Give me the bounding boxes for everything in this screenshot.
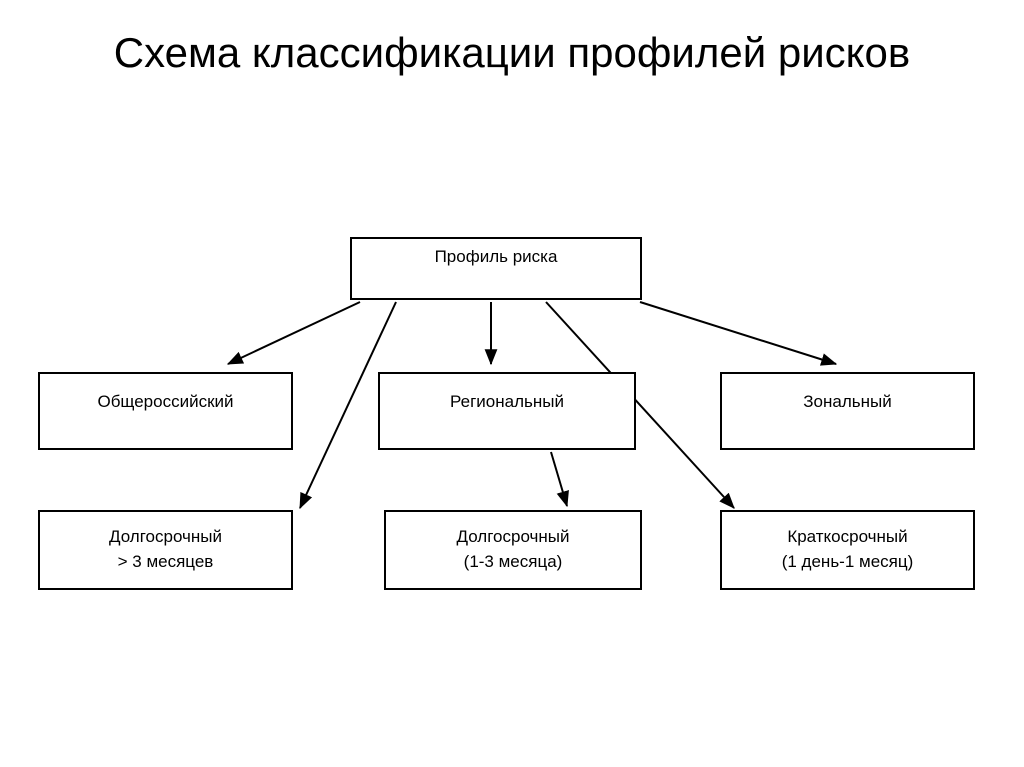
node-profile-risk[interactable]: Профиль риска bbox=[350, 237, 642, 300]
node-short-term-1-day-1-month[interactable]: Краткосрочный (1 день-1 месяц) bbox=[720, 510, 975, 590]
node-long-term-over-3-months-label: Долгосрочный > 3 месяцев bbox=[109, 527, 222, 571]
edge-root-to-long-3m bbox=[299, 301, 397, 510]
node-zonal[interactable]: Зональный bbox=[720, 372, 975, 450]
edge-root-to-short bbox=[545, 301, 735, 509]
edge-regional-to-long-1-3m bbox=[550, 451, 569, 508]
node-long-term-1-3-months[interactable]: Долгосрочный (1-3 месяца) bbox=[384, 510, 642, 590]
node-long-term-over-3-months[interactable]: Долгосрочный > 3 месяцев bbox=[38, 510, 293, 590]
node-short-term-1-day-1-month-label: Краткосрочный (1 день-1 месяц) bbox=[781, 527, 914, 571]
node-long-term-1-3-months-label: Долгосрочный (1-3 месяца) bbox=[456, 527, 570, 571]
node-regional[interactable]: Региональный bbox=[378, 372, 636, 450]
node-all-russian-label: Общероссийский bbox=[97, 392, 234, 411]
node-all-russian[interactable]: Общероссийский bbox=[38, 372, 293, 450]
node-profile-risk-label: Профиль риска bbox=[434, 247, 558, 267]
edge-root-to-all-russian bbox=[226, 301, 361, 365]
page-title: Схема классификации профилей рисков bbox=[113, 29, 911, 76]
node-regional-label: Региональный bbox=[450, 392, 564, 411]
node-zonal-label: Зональный bbox=[803, 392, 892, 411]
edge-root-to-zonal bbox=[639, 301, 838, 366]
